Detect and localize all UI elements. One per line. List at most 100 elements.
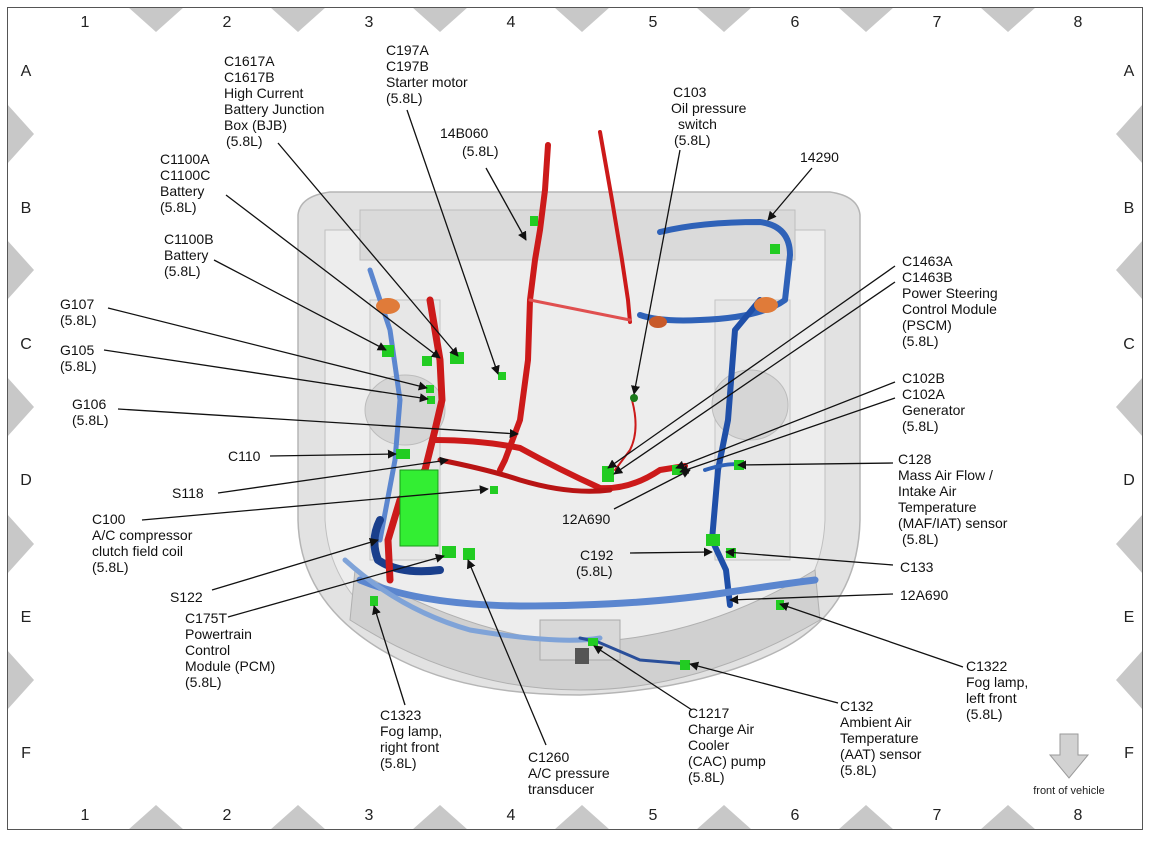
- leader-c1617: [277, 142, 459, 357]
- col-label: 3: [365, 14, 374, 31]
- grid-marker-top: [412, 7, 468, 32]
- grid-marker-left: [7, 377, 34, 437]
- leader-g106: [117, 408, 519, 439]
- label-c103: C103 Oil pressure switch (5.8L): [671, 84, 750, 148]
- arrow-down-icon: [1048, 733, 1090, 779]
- connector-g107: [426, 385, 434, 393]
- leader-c1217: [593, 645, 693, 711]
- col-label: 5: [649, 807, 658, 824]
- row-label: A: [21, 63, 32, 80]
- label-c100: C100 A/C compressor clutch field coil (5…: [92, 511, 196, 575]
- connector-c110: [396, 449, 410, 459]
- col-label: 2: [223, 14, 232, 31]
- leader-12a690-mid: [613, 469, 691, 510]
- leader-c128: [737, 460, 894, 470]
- grid-marker-right: [1116, 514, 1143, 574]
- grid-marker-bottom: [128, 805, 184, 830]
- grid-marker-bottom: [270, 805, 326, 830]
- label-c1100ac: C1100A C1100C Battery (5.8L): [160, 151, 214, 215]
- grid-marker-bottom: [980, 805, 1036, 830]
- grid-marker-top: [980, 7, 1036, 32]
- row-label: C: [1123, 336, 1135, 353]
- callout-labels: C1617A C1617B High Current Battery Junct…: [60, 42, 1032, 797]
- column-labels-bottom: 1 2 3 4 5 6 7 8: [81, 807, 1083, 824]
- harness-engine-cross: [437, 457, 613, 494]
- label-c1260: C1260 A/C pressure transducer: [528, 749, 614, 797]
- harness-red: [384, 130, 688, 584]
- leader-c1260: [466, 559, 547, 746]
- harness-oil-pressure: [614, 399, 637, 471]
- label-12a690-right: 12A690: [900, 587, 948, 603]
- leader-g105: [103, 349, 429, 403]
- leader-c1463b: [613, 281, 896, 475]
- harness-right-side: [709, 297, 763, 608]
- label-c102: C102B C102A Generator (5.8L): [902, 370, 969, 434]
- label-c1323: C1323 Fog lamp, right front (5.8L): [380, 707, 446, 771]
- label-g107: G107 (5.8L): [60, 296, 98, 328]
- leader-14b060: [485, 167, 527, 241]
- label-c192: C192 (5.8L): [576, 547, 617, 579]
- right-grommet: [754, 297, 778, 313]
- row-label: B: [21, 200, 32, 217]
- leader-c1323: [372, 605, 406, 706]
- grid-marker-top: [696, 7, 752, 32]
- connector-14290: [770, 244, 780, 254]
- row-label: F: [21, 745, 31, 762]
- connector-c1323: [370, 596, 378, 606]
- grid-marker-left: [7, 104, 34, 164]
- cac-pump-body: [575, 648, 589, 664]
- connector-c197: [498, 372, 506, 380]
- harness-starter-feed: [598, 130, 632, 324]
- col-label: 8: [1074, 14, 1083, 31]
- label-g105: G105 (5.8L): [60, 342, 98, 374]
- label-s118: S118: [172, 485, 204, 501]
- leader-c132: [689, 661, 839, 704]
- row-label: D: [1123, 472, 1135, 489]
- diagram-frame: [7, 7, 1143, 830]
- leader-c102b: [675, 381, 896, 470]
- leader-c102a: [679, 397, 896, 474]
- grid-marker-top: [554, 7, 610, 32]
- row-label: B: [1124, 200, 1135, 217]
- label-c197: C197A C197B Starter motor (5.8L): [386, 42, 472, 106]
- grid-marker-bottom: [696, 805, 752, 830]
- leader-c175t: [227, 553, 445, 618]
- leader-c1322: [779, 602, 964, 668]
- connector-c192: [706, 534, 720, 546]
- label-c1617: C1617A C1617B High Current Battery Junct…: [224, 53, 328, 149]
- col-label: 7: [933, 14, 942, 31]
- connector-c100: [490, 486, 498, 494]
- grid-marker-left: [7, 514, 34, 574]
- grid-marker-left: [7, 240, 34, 300]
- grid-marker-left: [7, 650, 34, 710]
- leader-c192: [629, 547, 713, 557]
- label-s122: S122: [170, 589, 203, 605]
- col-label: 6: [791, 14, 800, 31]
- label-c1217: C1217 Charge Air Cooler (CAC) pump (5.8L…: [688, 705, 770, 785]
- leader-c100: [141, 485, 489, 521]
- label-c1322: C1322 Fog lamp, left front (5.8L): [966, 658, 1032, 722]
- grid-marker-right: [1116, 650, 1143, 710]
- col-label: 3: [365, 807, 374, 824]
- grid-marker-top: [270, 7, 326, 32]
- leader-c103: [631, 149, 681, 395]
- front-of-vehicle-label: front of vehicle: [1033, 785, 1105, 797]
- harness-battery-feed: [384, 296, 446, 584]
- leader-14290: [767, 167, 813, 221]
- row-label: D: [20, 472, 32, 489]
- center-grommet: [649, 316, 667, 328]
- label-c128: C128 Mass Air Flow / Intake Air Temperat…: [898, 451, 1011, 547]
- grid-marker-bottom: [554, 805, 610, 830]
- leader-s122: [211, 538, 379, 591]
- grid-markers: [7, 7, 1143, 830]
- leader-s118: [217, 456, 449, 494]
- leader-c1463a: [607, 265, 896, 469]
- harness-generator-feed: [432, 437, 688, 492]
- row-label: E: [21, 609, 32, 626]
- connector-c1260: [463, 548, 475, 560]
- harness-front-cross: [356, 576, 819, 610]
- label-14290: 14290: [800, 149, 839, 165]
- connector-c1217: [588, 638, 598, 646]
